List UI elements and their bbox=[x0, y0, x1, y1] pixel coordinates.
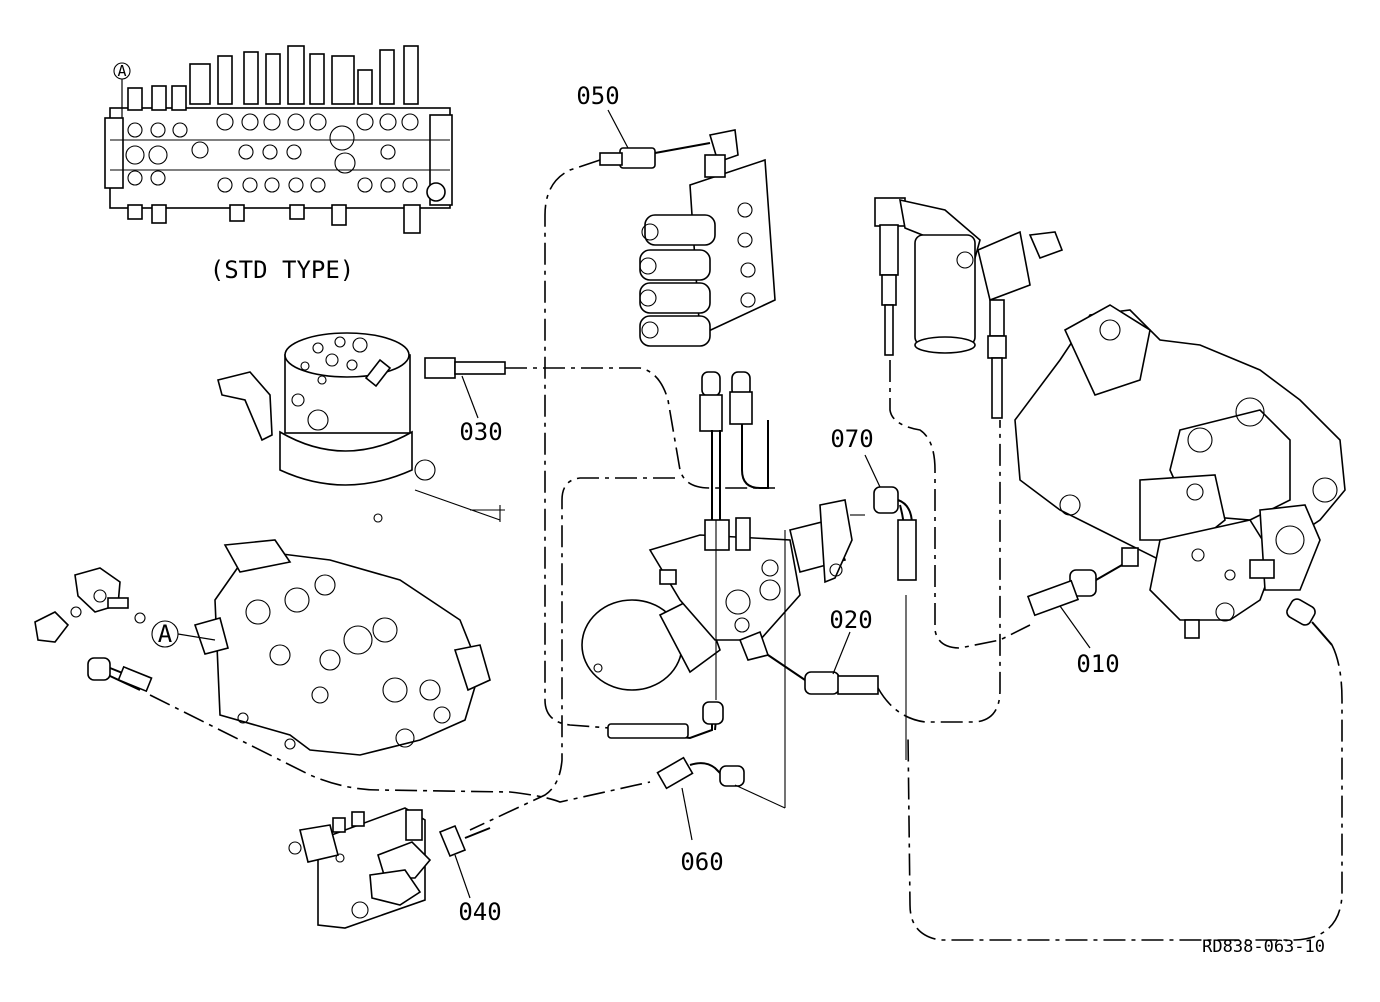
hose-050 bbox=[544, 109, 711, 729]
callout-030: 030 bbox=[459, 418, 502, 446]
accumulator-valve bbox=[581, 499, 865, 691]
callout-050: 050 bbox=[576, 82, 619, 110]
return-hose-loop bbox=[907, 598, 1343, 941]
callout-020: 020 bbox=[829, 606, 872, 634]
manifold-block bbox=[288, 807, 491, 929]
callout-010: 010 bbox=[1076, 650, 1119, 678]
hose-010 bbox=[1026, 564, 1123, 649]
pilot-hose-pair bbox=[469, 371, 769, 831]
main-hydraulic-pump bbox=[1014, 304, 1346, 639]
hose-060 bbox=[607, 520, 786, 841]
marker-a: A bbox=[158, 620, 173, 648]
hose-030 bbox=[424, 357, 775, 489]
solenoid-valve-block bbox=[639, 129, 776, 347]
hose-020 bbox=[767, 420, 1001, 723]
callout-040: 040 bbox=[458, 898, 501, 926]
hose-a-fittings: A bbox=[34, 567, 651, 803]
drawing-code: RD838-063-10 bbox=[1202, 937, 1325, 957]
std-type-label: (STD TYPE) bbox=[210, 256, 355, 284]
marker-a-small: A bbox=[117, 62, 126, 80]
swivel-joint bbox=[217, 332, 505, 523]
callout-070: 070 bbox=[830, 425, 873, 453]
line-filter bbox=[874, 197, 1064, 649]
std-type-control-valve: A bbox=[104, 45, 453, 234]
hose-070 bbox=[864, 454, 917, 760]
control-valve-assembly bbox=[193, 539, 491, 756]
callout-060: 060 bbox=[680, 848, 723, 876]
